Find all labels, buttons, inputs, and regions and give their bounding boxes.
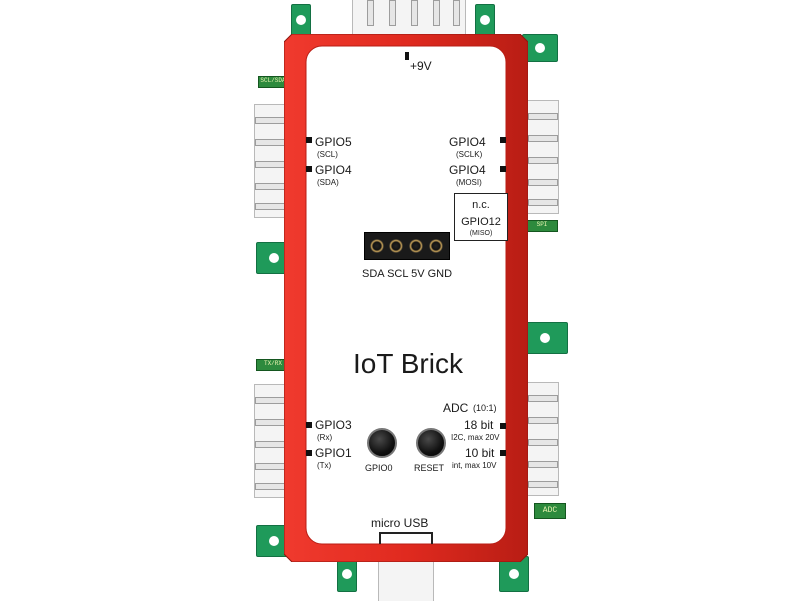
power-pin-marker [405, 52, 409, 60]
adc-18bit-sub: I2C, max 20V [451, 433, 500, 442]
nc-pin-label: GPIO12 [461, 216, 501, 228]
adc-18bit-label: 18 bit [464, 418, 494, 432]
right-upper-connector [524, 100, 559, 214]
adc-10bit-sub: int, max 10V [452, 461, 497, 470]
pin-marker [500, 423, 506, 429]
right-pin-sub: (SCLK) [456, 150, 483, 159]
left-pin-sub: (SCL) [317, 150, 338, 159]
pin-marker [306, 450, 312, 456]
mount-tab [475, 4, 495, 36]
pin-marker [306, 137, 312, 143]
adc-10bit-label: 10 bit [465, 446, 495, 460]
left-upper-connector [254, 104, 289, 218]
left-pin-label: GPIO1 [315, 446, 352, 460]
i2c-header [364, 232, 450, 260]
usb-label: micro USB [371, 516, 429, 530]
left-pin-sub: (Rx) [317, 433, 333, 442]
header-label: SDA SCL 5V GND [362, 268, 453, 280]
mount-tab [499, 556, 529, 592]
mount-tab [337, 556, 357, 592]
reset-button[interactable] [416, 428, 446, 458]
pin-marker [306, 422, 312, 428]
gpio0-button[interactable] [367, 428, 397, 458]
nc-label: n.c. [472, 199, 490, 211]
adc-ratio: (10:1) [473, 403, 497, 413]
pin-marker [500, 450, 506, 456]
mount-tab [522, 34, 558, 62]
right-pin-sub: (MOSI) [456, 178, 482, 187]
brick-title: IoT Brick [353, 348, 463, 379]
right-pin-label: GPIO4 [449, 163, 486, 177]
right-lower-connector [524, 382, 559, 496]
left-pin-label: GPIO4 [315, 163, 352, 177]
usb-port-outline [379, 532, 433, 544]
pin-marker [306, 166, 312, 172]
left-lower-connector [254, 384, 289, 498]
nc-pin-sub: (MISO) [469, 230, 493, 237]
red-frame [284, 34, 528, 562]
spi-chip: SPI [526, 220, 558, 232]
nc-box: n.c. GPIO12 (MISO) [454, 193, 508, 241]
adc-title: ADC [443, 401, 469, 415]
pin-marker [500, 166, 506, 172]
power-label: +9V [410, 59, 432, 73]
top-connector [352, 0, 466, 35]
adc-chip: ADC [534, 503, 566, 519]
mount-tab [522, 322, 568, 354]
reset-button-label: RESET [414, 463, 445, 473]
left-pin-sub: (Tx) [317, 461, 332, 470]
left-pin-sub: (SDA) [317, 178, 339, 187]
left-pin-label: GPIO3 [315, 418, 352, 432]
left-pin-label: GPIO5 [315, 135, 352, 149]
pin-marker [500, 137, 506, 143]
right-pin-label: GPIO4 [449, 135, 486, 149]
gpio0-button-label: GPIO0 [365, 463, 393, 473]
mount-tab [291, 4, 311, 36]
